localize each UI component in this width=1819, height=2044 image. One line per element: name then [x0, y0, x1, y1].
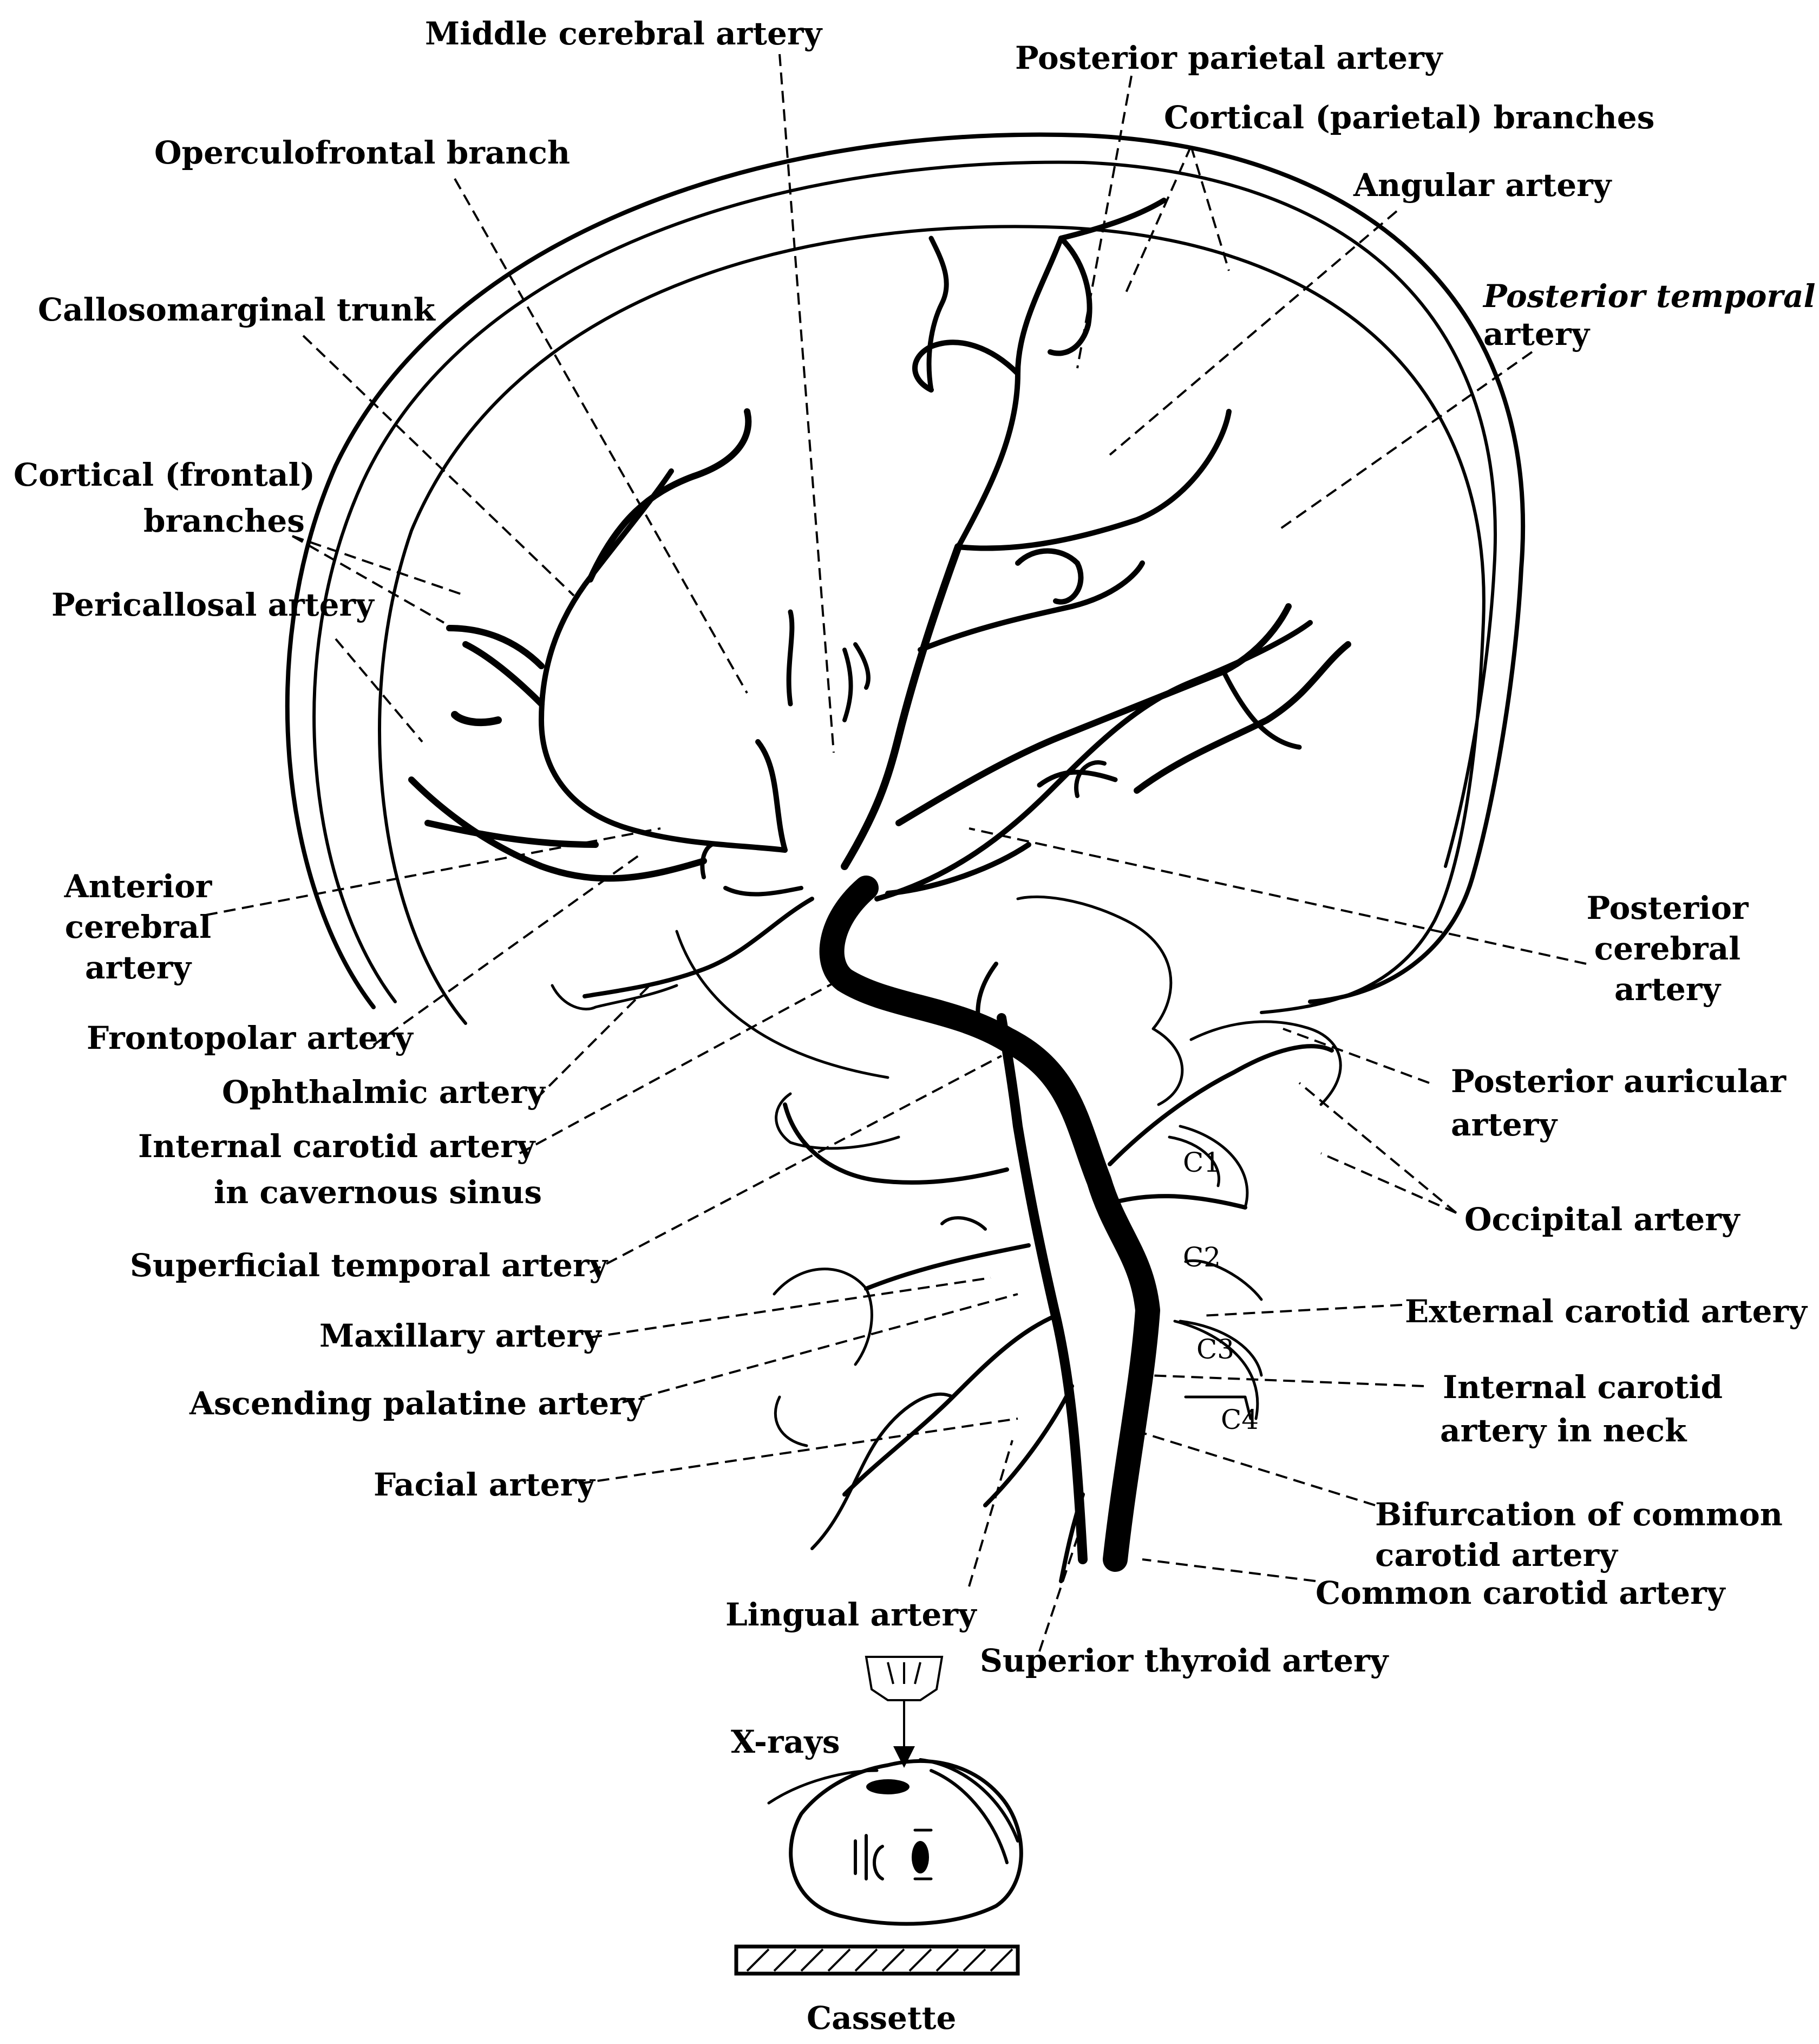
external-carotid-branches — [785, 964, 1332, 1581]
patient-head — [769, 1760, 1021, 1924]
label-vertebra-c2: C2 — [1183, 1237, 1221, 1277]
label-cortical-frontal-branches-line2: branches — [143, 501, 305, 541]
label-ica-neck-line1: Internal carotid — [1443, 1367, 1723, 1407]
label-ica-cavernous-line2: in cavernous sinus — [214, 1172, 542, 1212]
label-ascending-palatine-artery: Ascending palatine artery — [189, 1383, 644, 1423]
label-ica-neck-line2: artery in neck — [1440, 1410, 1686, 1451]
label-ica-cavernous-line1: Internal carotid artery — [138, 1126, 535, 1166]
label-angular-artery: Angular artery — [1353, 165, 1611, 205]
label-ophthalmic-artery: Ophthalmic artery — [222, 1072, 545, 1112]
label-superficial-temporal-artery: Superficial temporal artery — [130, 1245, 607, 1285]
internal-carotid-artery — [832, 888, 1148, 1559]
label-bifurcation-line2: carotid artery — [1375, 1535, 1618, 1575]
label-vertebra-c3: C3 — [1196, 1329, 1234, 1369]
label-posterior-cerebral-artery-line2: cerebral — [1570, 929, 1765, 969]
cassette-plate — [736, 1947, 1018, 1974]
label-posterior-temporal-artery-line2: artery — [1483, 314, 1589, 354]
label-occipital-artery: Occipital artery — [1464, 1199, 1739, 1239]
label-pericallosal-artery: Pericallosal artery — [51, 585, 374, 625]
label-superior-thyroid-artery: Superior thyroid artery — [980, 1641, 1388, 1681]
label-frontopolar-artery: Frontopolar artery — [87, 1018, 413, 1058]
label-callosomarginal-trunk: Callosomarginal trunk — [38, 290, 435, 330]
label-lingual-artery: Lingual artery — [725, 1595, 977, 1635]
label-posterior-temporal-artery-line1: Posterior temporal — [1483, 276, 1816, 316]
label-cortical-parietal-branches: Cortical (parietal) branches — [1164, 97, 1654, 138]
label-posterior-auricular-artery-line1: Posterior auricular — [1451, 1061, 1786, 1101]
label-external-carotid-artery: External carotid artery — [1405, 1291, 1807, 1331]
label-vertebra-c4: C4 — [1221, 1400, 1259, 1440]
label-facial-artery: Facial artery — [374, 1465, 595, 1505]
label-posterior-auricular-artery-line2: artery — [1451, 1105, 1557, 1145]
label-maxillary-artery: Maxillary artery — [319, 1316, 601, 1356]
label-vertebra-c1: C1 — [1183, 1142, 1221, 1183]
label-bifurcation-line1: Bifurcation of common — [1375, 1494, 1783, 1534]
xray-source — [866, 1657, 942, 1768]
label-middle-cerebral-artery: Middle cerebral artery — [425, 14, 822, 54]
label-posterior-cerebral-artery-line3: artery — [1570, 969, 1765, 1009]
label-anterior-cerebral-artery-line2: cerebral — [54, 907, 222, 947]
label-cassette: Cassette — [807, 1998, 956, 2038]
label-cortical-frontal-branches-line1: Cortical (frontal) — [14, 455, 315, 495]
label-posterior-cerebral-artery-line1: Posterior — [1570, 888, 1765, 928]
label-operculofrontal-branch: Operculofrontal branch — [154, 133, 570, 173]
label-anterior-cerebral-artery-line1: Anterior — [54, 866, 222, 906]
label-posterior-parietal-artery: Posterior parietal artery — [1015, 38, 1442, 78]
label-common-carotid-artery: Common carotid artery — [1316, 1573, 1725, 1613]
label-x-rays: X-rays — [731, 1722, 840, 1762]
cerebral-arteries — [411, 200, 1348, 996]
label-anterior-cerebral-artery-line3: artery — [54, 948, 222, 988]
